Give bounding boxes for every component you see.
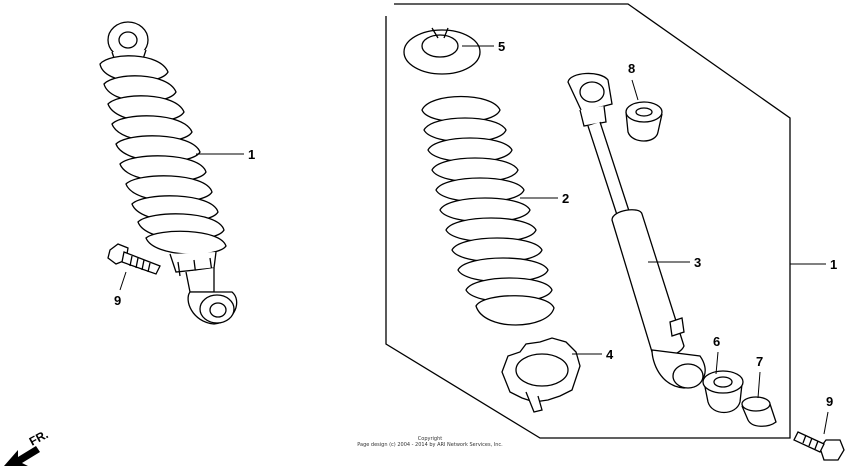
bottom-bushing	[702, 370, 744, 414]
top-bushing	[625, 101, 663, 142]
preload-adjuster	[501, 337, 581, 413]
assembled-shock-absorber	[99, 21, 238, 325]
exploded-view-box	[385, 3, 791, 439]
leader-lines	[119, 45, 829, 435]
copyright-line-1: Copyright	[417, 436, 443, 442]
direction-label: FR.	[27, 428, 51, 449]
shock-damper	[567, 72, 706, 389]
coil-spring	[421, 95, 555, 326]
callout-bottom-bushing: 6	[713, 334, 720, 349]
callout-right-bolt: 9	[826, 394, 833, 409]
right-mounting-bolt	[793, 431, 845, 461]
front-direction-arrow-icon: FR.	[4, 428, 51, 466]
callout-collar: 7	[756, 354, 763, 369]
callout-left-bolt: 9	[114, 293, 121, 308]
callout-spring-seat: 5	[498, 39, 505, 54]
left-spring-coils	[99, 55, 227, 255]
callout-left-shock: 1	[248, 147, 255, 162]
copyright-notice: Copyright Page design (c) 2004 - 2014 by…	[300, 436, 560, 448]
callout-damper: 3	[694, 255, 701, 270]
copyright-line-2: Page design (c) 2004 - 2014 by ARI Netwo…	[357, 442, 503, 448]
callout-assembly: 1	[830, 257, 837, 272]
spring-seat	[403, 27, 481, 75]
callout-top-bushing: 8	[628, 61, 635, 76]
callout-spring: 2	[562, 191, 569, 206]
collar	[741, 396, 777, 427]
left-mounting-bolt	[107, 243, 161, 275]
callout-adjuster: 4	[606, 347, 614, 362]
